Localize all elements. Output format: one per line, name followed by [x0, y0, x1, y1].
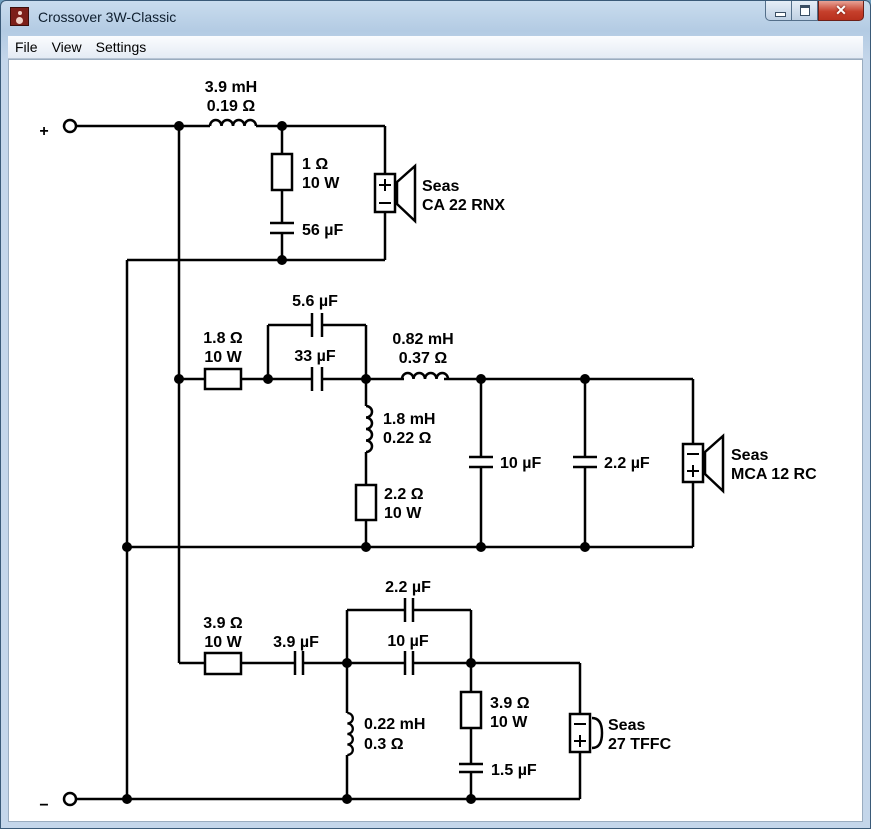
- label-tw-res-value: 1 Ω: [302, 156, 328, 173]
- label-mid-cap-bottom: 33 µF: [294, 348, 335, 365]
- label-woof-res2-power: 10 W: [490, 714, 528, 731]
- label-tw-driver-brand: Seas: [422, 178, 459, 195]
- label-mid-ind-res: 0.37 Ω: [399, 350, 448, 367]
- minimize-icon: [775, 12, 786, 17]
- label-mid-shunt-res-value: 2.2 Ω: [384, 486, 424, 503]
- label-woof-series-cap: 3.9 µF: [273, 634, 319, 651]
- woofer-cap-top[interactable]: [403, 598, 415, 622]
- mid-shunt-inductor[interactable]: [364, 404, 374, 454]
- junction-dots: [122, 121, 590, 804]
- crossover-schematic: + − 3.9 mH 0.19 Ω 1 Ω 10 W 56 µF Seas CA…: [39, 79, 817, 814]
- label-woof-shunt-cap: 1.5 µF: [491, 762, 537, 779]
- label-tw-cap: 56 µF: [302, 222, 343, 239]
- component-labels: 3.9 mH 0.19 Ω 1 Ω 10 W 56 µF Seas CA 22 …: [203, 79, 817, 779]
- menu-file[interactable]: File: [15, 39, 38, 55]
- menu-view[interactable]: View: [51, 39, 82, 55]
- label-mid-cap-2: 2.2 µF: [604, 455, 650, 472]
- label-tw-ind-res: 0.19 Ω: [207, 98, 256, 115]
- label-mid-shunt-ind-value: 1.8 mH: [383, 411, 435, 428]
- woofer-driver[interactable]: [568, 712, 604, 754]
- label-mid-driver-brand: Seas: [731, 447, 768, 464]
- mid-cap-bottom[interactable]: [310, 367, 324, 391]
- woofer-cap-bottom[interactable]: [403, 651, 415, 675]
- label-woof-driver-brand: Seas: [608, 717, 645, 734]
- label-woof-res-value: 3.9 Ω: [203, 615, 243, 632]
- tweeter-series-inductor[interactable]: [208, 118, 258, 128]
- tweeter-shunt-capacitor[interactable]: [270, 221, 294, 235]
- woofer-shunt-inductor[interactable]: [346, 711, 355, 757]
- menu-bar: File View Settings: [8, 36, 863, 59]
- mid-shunt-cap-2[interactable]: [573, 455, 597, 469]
- mid-shunt-cap-1[interactable]: [469, 455, 493, 469]
- label-woof-res-power: 10 W: [204, 634, 242, 651]
- label-mid-driver-model: MCA 12 RC: [731, 466, 817, 483]
- woofer-series-capacitor[interactable]: [293, 651, 305, 675]
- label-mid-shunt-ind-res: 0.22 Ω: [383, 430, 432, 447]
- label-woof-driver-model: 27 TFFC: [608, 736, 672, 753]
- label-woof-ind-value: 0.22 mH: [364, 716, 425, 733]
- schematic-canvas: + − 3.9 mH 0.19 Ω 1 Ω 10 W 56 µF Seas CA…: [8, 59, 863, 822]
- label-tw-res-power: 10 W: [302, 175, 340, 192]
- close-icon: ✕: [835, 2, 847, 18]
- label-woof-ind-res: 0.3 Ω: [364, 736, 404, 753]
- tweeter-driver[interactable]: [373, 163, 417, 224]
- mid-series-inductor[interactable]: [400, 371, 450, 381]
- label-mid-cap-1: 10 µF: [500, 455, 541, 472]
- wires: [77, 124, 695, 801]
- label-tw-driver-model: CA 22 RNX: [422, 197, 505, 214]
- mid-cap-top[interactable]: [310, 313, 324, 337]
- mid-driver[interactable]: [681, 433, 725, 494]
- label-mid-res-power: 10 W: [204, 349, 242, 366]
- woofer-shunt-capacitor[interactable]: [459, 762, 483, 774]
- title-bar[interactable]: Crossover 3W-Classic ✕: [1, 1, 870, 33]
- label-woof-cap-top: 2.2 µF: [385, 579, 431, 596]
- woofer-series-resistor[interactable]: [203, 651, 243, 676]
- mid-series-resistor[interactable]: [203, 367, 243, 391]
- close-button[interactable]: ✕: [818, 1, 864, 21]
- plus-sign: +: [39, 123, 48, 140]
- label-woof-res2-value: 3.9 Ω: [490, 695, 530, 712]
- maximize-icon: [800, 5, 810, 16]
- app-speaker-icon[interactable]: [10, 7, 29, 26]
- label-mid-cap-top: 5.6 µF: [292, 293, 338, 310]
- minimize-button[interactable]: [765, 1, 792, 21]
- window-title: Crossover 3W-Classic: [38, 9, 177, 25]
- menu-settings[interactable]: Settings: [95, 39, 147, 55]
- minus-terminal[interactable]: [62, 791, 78, 807]
- label-tw-ind-value: 3.9 mH: [205, 79, 257, 96]
- label-mid-shunt-res-power: 10 W: [384, 505, 422, 522]
- mid-shunt-resistor[interactable]: [354, 483, 378, 522]
- label-mid-res-value: 1.8 Ω: [203, 330, 243, 347]
- maximize-button[interactable]: [792, 1, 818, 21]
- woofer-shunt-resistor[interactable]: [459, 690, 483, 730]
- label-mid-ind-value: 0.82 mH: [392, 331, 453, 348]
- components: [203, 118, 597, 774]
- window-controls: ✕: [765, 1, 864, 23]
- plus-terminal[interactable]: [62, 118, 78, 134]
- label-woof-cap-bottom: 10 µF: [387, 633, 428, 650]
- tweeter-shunt-resistor[interactable]: [270, 152, 294, 192]
- minus-sign: −: [39, 797, 48, 814]
